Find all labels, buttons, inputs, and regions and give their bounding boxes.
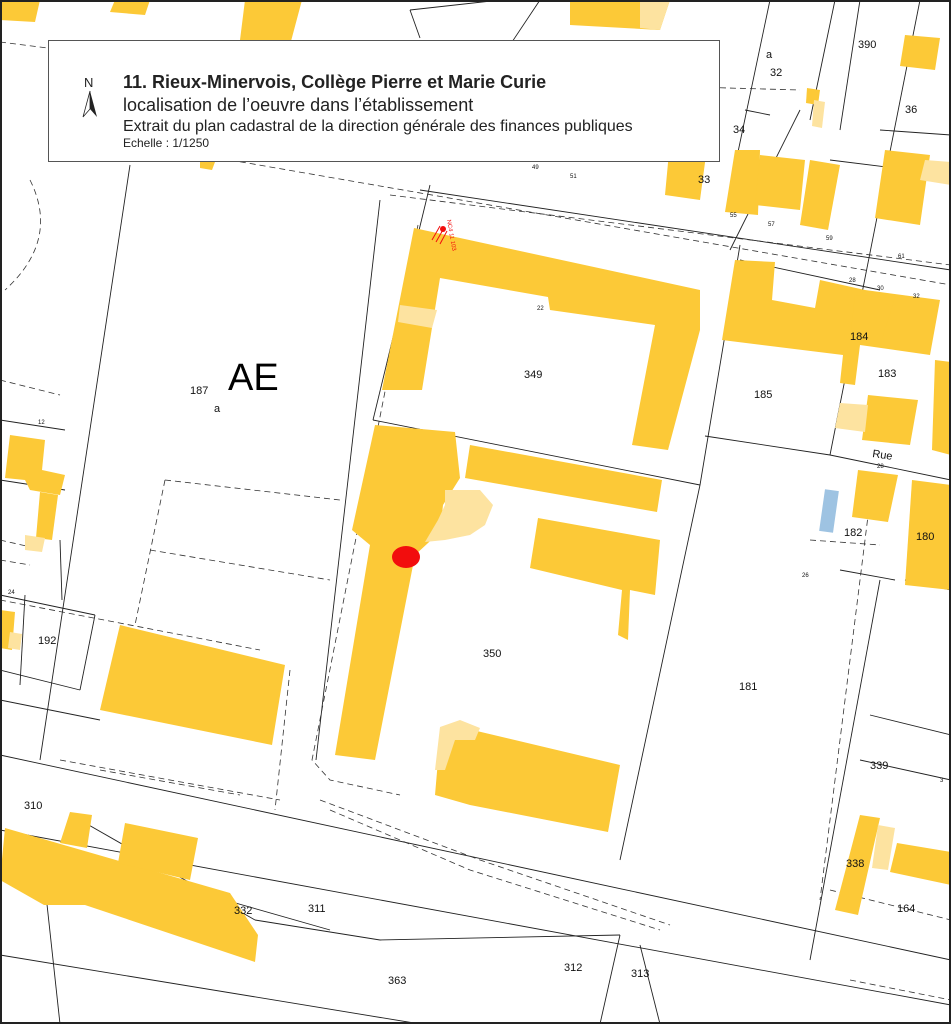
map-title: 11. Rieux-Minervois, Collège Pierre et M…	[123, 72, 547, 92]
address-number: 51	[570, 174, 577, 180]
light-buildings	[8, 0, 951, 870]
parcel-label: 349	[524, 369, 542, 381]
parcel-label: 36	[905, 104, 917, 116]
address-number: 30	[877, 286, 884, 292]
parcel-label: 182	[844, 527, 862, 539]
map-scale: Echelle : 1/1250	[123, 136, 210, 150]
address-number: 28	[849, 278, 856, 284]
parcel-label: 34	[733, 124, 745, 136]
map-source: Extrait du plan cadastral de la directio…	[123, 118, 633, 135]
address-number: 32	[913, 294, 920, 300]
parcel-label: 350	[483, 648, 501, 660]
parcel-label: 310	[24, 800, 42, 812]
address-number: 49	[532, 165, 539, 171]
address-number: 28	[877, 464, 884, 470]
address-numbers: 49 51 55 57 59 61 28 30 32 22 28 26 12 2…	[8, 165, 944, 784]
parcel-label: 181	[739, 681, 757, 693]
parcel-label: 185	[754, 389, 772, 401]
artwork-location-marker[interactable]	[392, 546, 420, 568]
address-number: 59	[826, 236, 833, 242]
marker-code-label: NC4 11 103	[445, 219, 457, 252]
parcel-label: 183	[878, 368, 896, 380]
map-subtitle: localisation de l’oeuvre dans l’établiss…	[123, 95, 474, 115]
street-label: Rue	[872, 448, 894, 463]
entrance-marker: NC4 11 103	[431, 219, 457, 252]
parcel-sublabel: a	[214, 403, 221, 415]
parcel-labels: 390 32 36 34 33 184 183 185 349 187 182 …	[24, 39, 934, 987]
address-number: 3	[940, 778, 944, 784]
north-letter: N	[84, 75, 93, 90]
parcel-label: 33	[698, 174, 710, 186]
address-number: 55	[730, 213, 737, 219]
parcel-label: 339	[870, 760, 888, 772]
buildings	[0, 0, 951, 962]
parcel-sublabel: a	[766, 49, 773, 61]
address-number: 24	[8, 590, 15, 596]
parcel-label: 363	[388, 975, 406, 987]
parcel-label: 332	[234, 905, 252, 917]
parcel-label: 312	[564, 962, 582, 974]
parcel-label: 164	[897, 903, 915, 915]
parcel-label: 187	[190, 385, 208, 397]
section-label: AE	[228, 357, 279, 399]
parcel-label: 180	[916, 531, 934, 543]
parcel-label: 184	[850, 331, 868, 343]
parcel-label: 313	[631, 968, 649, 980]
parcel-label: 338	[846, 858, 864, 870]
north-arrow-icon: N	[82, 75, 97, 118]
parcel-label: 390	[858, 39, 876, 51]
title-cartouche: N 11. Rieux-Minervois, Collège Pierre et…	[48, 40, 720, 162]
parcel-label: 32	[770, 67, 782, 79]
parcel-label: 192	[38, 635, 56, 647]
address-number: 61	[898, 254, 905, 260]
address-number: 22	[537, 306, 544, 312]
water-basin	[819, 489, 839, 533]
address-number: 26	[802, 573, 809, 579]
address-number: 12	[38, 420, 45, 426]
address-number: 57	[768, 222, 775, 228]
parcel-label: 311	[308, 903, 326, 915]
